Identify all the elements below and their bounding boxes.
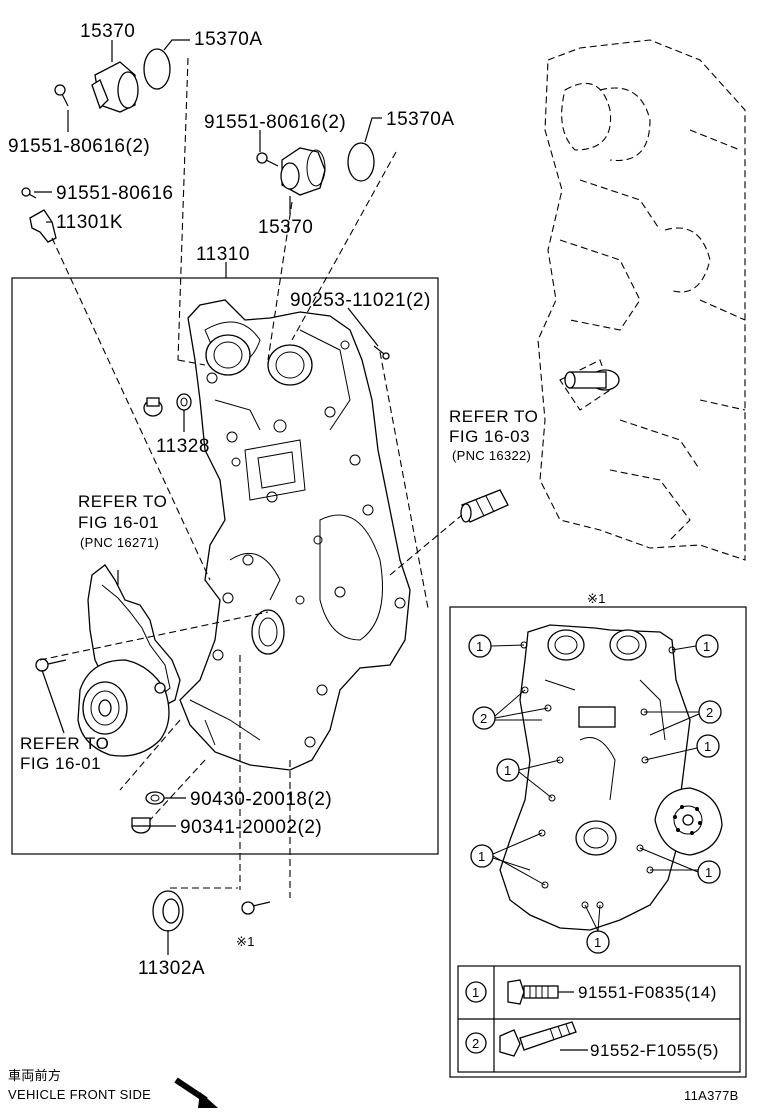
stud-90253 <box>373 345 390 360</box>
inset-callout-2b: 2 <box>698 700 722 724</box>
svg-text:1: 1 <box>472 985 480 1000</box>
refer-to-1603-line3: (PNC 16322) <box>452 448 531 463</box>
label-11328: 11328 <box>156 436 210 457</box>
inset-callout-1d: 1 <box>496 758 520 782</box>
refer-to-1601-line2: FIG 16-01 <box>78 513 159 532</box>
crank-seal-bore <box>251 609 285 655</box>
svg-text:1: 1 <box>594 935 602 950</box>
engine-pulley-boss <box>564 369 620 391</box>
label-15370a-mid: 15370A <box>386 109 455 130</box>
legend-row-2: 2 91552-F1055(5) <box>465 1021 719 1060</box>
vehicle-front-jp: 車両前方 <box>8 1068 61 1083</box>
note-mark-inset: ※1 <box>587 591 606 606</box>
bolt-legend-table <box>457 965 741 1073</box>
engine-block-outline <box>537 39 746 561</box>
inset-water-pump <box>654 787 723 856</box>
water-inlet-pipe <box>460 489 509 523</box>
group-frame-11310 <box>11 277 439 855</box>
inset-callout-1b: 1 <box>695 634 719 658</box>
oil-seal-11302a <box>152 890 184 932</box>
inset-callout-2a: 2 <box>472 706 496 730</box>
refer-to-1601-line3: (PNC 16271) <box>80 535 159 550</box>
cam-seal-bore-left <box>205 334 251 376</box>
label-11302a: 11302A <box>138 958 205 979</box>
label-90430: 90430-20018(2) <box>190 789 332 810</box>
inset-callout-1g: 1 <box>586 930 610 954</box>
refer-to-1601b-line2: FIG 16-01 <box>20 754 101 773</box>
label-15370-top: 15370 <box>80 21 135 42</box>
bolt2-part-number: 91552-F1055(5) <box>590 1041 719 1060</box>
svg-text:1: 1 <box>705 865 713 880</box>
bolt-91551-mid <box>256 152 279 167</box>
note-mark-bottom: ※1 <box>236 934 255 949</box>
inset-callout-1e: 1 <box>470 844 494 868</box>
bolt1-part-number: 91551-F0835(14) <box>578 983 717 1002</box>
label-91551-80616-2-mid: 91551-80616(2) <box>204 112 346 133</box>
inset-callout-1c: 1 <box>696 734 720 758</box>
water-pump <box>77 659 170 757</box>
label-90341: 90341-20002(2) <box>180 817 322 838</box>
label-11301k: 11301K <box>56 212 123 233</box>
vehicle-front-en: VEHICLE FRONT SIDE <box>8 1087 151 1102</box>
o-ring-mid <box>347 142 375 182</box>
refer-to-1603-line1: REFER TO <box>449 407 538 426</box>
label-91551-80616-2-left: 91551-80616(2) <box>8 136 150 157</box>
inset-cover-drawing <box>499 624 691 931</box>
svg-text:2: 2 <box>472 1036 480 1051</box>
legend-row-1: 1 91551-F0835(14) <box>465 979 717 1005</box>
svg-text:2: 2 <box>480 711 488 726</box>
refer-to-1601-line1: REFER TO <box>78 492 167 511</box>
inset-callout-1f: 1 <box>697 860 721 884</box>
refer-to-1601b-line1: REFER TO <box>20 734 109 753</box>
vvt-solenoid-top <box>91 61 139 113</box>
svg-text:1: 1 <box>478 849 486 864</box>
inset-leader-lines <box>490 644 700 932</box>
inset-callout-1a: 1 <box>468 634 492 658</box>
water-pump-bolt <box>35 658 67 672</box>
label-90253: 90253-11021(2) <box>290 290 431 311</box>
figure-code: 11A377B <box>684 1088 739 1103</box>
bolt-91551-left <box>54 84 69 107</box>
label-15370a-top: 15370A <box>194 29 263 50</box>
leader-lines <box>34 39 382 955</box>
assembly-lines <box>39 57 463 898</box>
svg-text:2: 2 <box>706 705 714 720</box>
bolt-bottom-note <box>241 901 271 915</box>
vvt-solenoid-mid <box>280 147 326 196</box>
cam-seal-bore-right <box>267 344 313 386</box>
plug-90341 <box>131 817 151 834</box>
crank-sensor-11301k <box>21 187 57 243</box>
svg-text:1: 1 <box>704 739 712 754</box>
gasket-90430 <box>145 791 165 805</box>
timing-cover-11310 <box>179 299 411 771</box>
front-direction-arrow-icon <box>174 1077 218 1108</box>
o-ring-top <box>143 48 171 90</box>
label-11310: 11310 <box>196 244 250 265</box>
label-15370-mid: 15370 <box>258 217 313 238</box>
svg-text:1: 1 <box>476 639 484 654</box>
label-91551-80616: 91551-80616 <box>56 183 174 204</box>
svg-text:1: 1 <box>504 763 512 778</box>
inset-frame <box>449 606 747 1078</box>
svg-text:1: 1 <box>703 639 711 654</box>
refer-to-1603-line2: FIG 16-03 <box>449 427 530 446</box>
